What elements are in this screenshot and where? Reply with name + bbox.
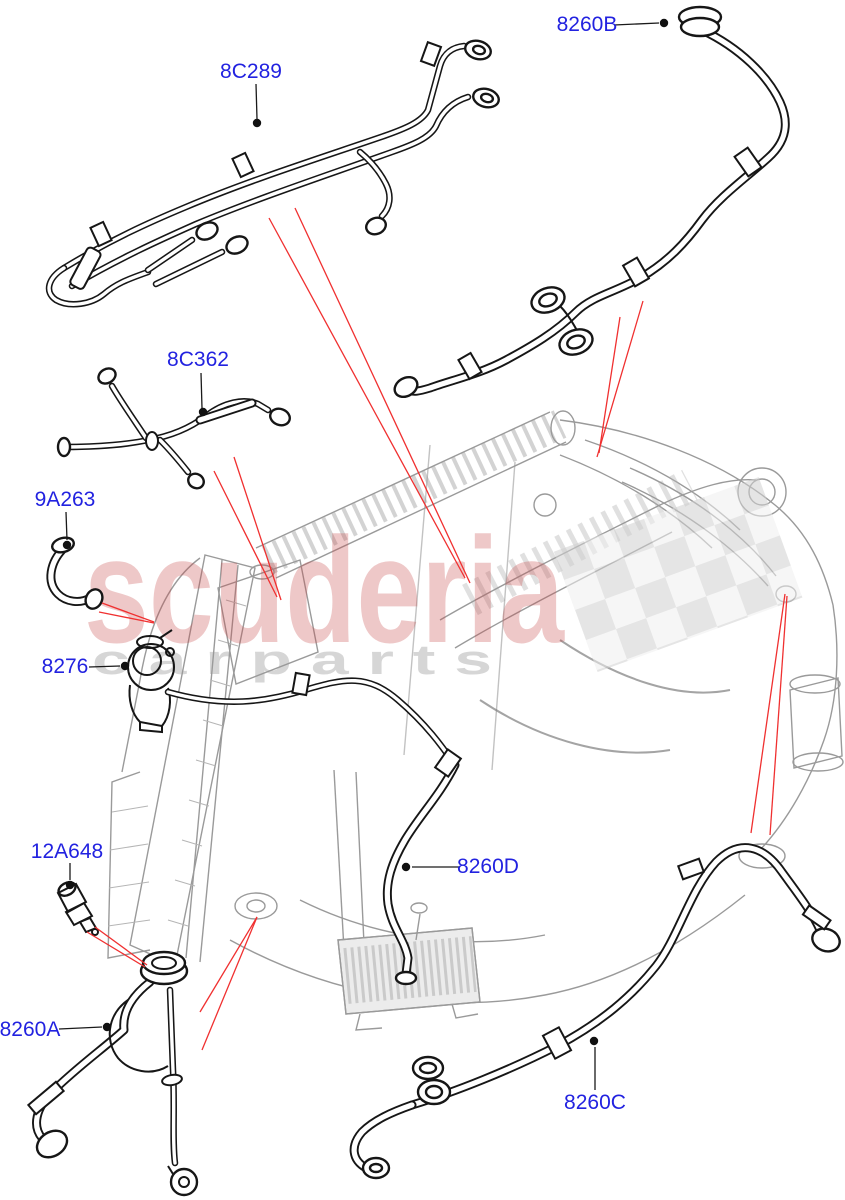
leader-dot-8276 [120, 661, 130, 671]
part-drawing-8C362-inner [158, 438, 190, 474]
part-drawing-8C289-inner [62, 44, 466, 270]
part-drawing-12A648 [56, 881, 99, 936]
pointer-line-8260C [769, 595, 788, 836]
part-drawing-8C362 [56, 367, 291, 490]
part-drawing-8260C-inner [409, 845, 823, 1108]
pointer-line-9A263 [101, 602, 155, 623]
pointer-line-12A648 [86, 931, 146, 968]
pointer-line-8260C [750, 593, 786, 834]
pointer-line-8C362 [213, 470, 278, 598]
leader-dot-8260C [589, 1036, 599, 1046]
pointer-line-8260B [596, 300, 644, 458]
part-drawing-8260C [349, 843, 841, 1180]
part-drawing-8C362-inner [197, 400, 255, 423]
leader-dot-8C362 [198, 407, 208, 417]
pointer-line-8260A [199, 916, 258, 1013]
leader-line-8260B [613, 22, 660, 26]
part-label-8260C[interactable]: 8260C [564, 1091, 626, 1114]
part-label-8C289[interactable]: 8C289 [220, 60, 282, 83]
checkered-flag [553, 477, 803, 673]
part-label-9A263[interactable]: 9A263 [34, 488, 96, 511]
part-drawing-8260A-inner [33, 979, 153, 1141]
part-drawing-8C289 [45, 39, 500, 308]
part-label-12A648[interactable]: 12A648 [30, 840, 104, 863]
pointer-line-8260A [201, 916, 258, 1051]
part-drawing-8260D-inner [166, 678, 457, 767]
watermark-text: scuderia [84, 506, 565, 674]
part-drawing-8C289-inner [70, 95, 470, 288]
leader-line-9A263 [65, 511, 68, 541]
part-drawing-8260D-inner [384, 762, 458, 977]
part-drawing-8260B [393, 5, 790, 399]
part-label-8276[interactable]: 8276 [41, 655, 89, 678]
part-label-8260B[interactable]: 8260B [556, 13, 618, 36]
leader-line-8276 [88, 665, 121, 668]
pointer-line-9A263 [98, 611, 155, 624]
part-drawing-8C362-inner [62, 399, 270, 449]
part-label-8260D[interactable]: 8260D [457, 855, 519, 878]
part-drawing-9A263-inner [48, 545, 93, 605]
leader-line-8C289 [255, 83, 258, 120]
leader-line-8260A [58, 1026, 103, 1030]
part-drawing-8C362-inner [110, 384, 148, 440]
leader-dot-8260D [401, 862, 411, 872]
part-label-8260A[interactable]: 8260A [0, 1018, 61, 1041]
part-label-8C362[interactable]: 8C362 [167, 348, 229, 371]
part-drawing-8260D [164, 671, 463, 986]
pointer-line-8C289 [294, 207, 471, 584]
pointer-line-8C289 [268, 217, 466, 579]
part-drawing-8C289-inner [154, 250, 224, 286]
pointer-line-12A648 [94, 926, 148, 966]
watermark: scuderia c a r p a r t s [84, 477, 803, 683]
leader-lines [58, 18, 669, 1090]
leader-dot-8260A [102, 1022, 112, 1032]
pointer-line-8C362 [233, 456, 282, 601]
pointer-line-8260B [598, 316, 621, 454]
part-drawing-8C289-inner [358, 150, 392, 218]
leader-dot-9A263 [62, 540, 72, 550]
pointer-lines [86, 207, 788, 1051]
part-drawing-8260B-inner [405, 27, 788, 394]
watermark-subtext: c a r p a r t s [92, 636, 492, 683]
part-drawing-8C289-inner [146, 238, 194, 272]
part-drawing-8260A-inner [168, 988, 177, 1165]
leader-line-8C362 [200, 372, 203, 409]
part-drawing-8260A [26, 950, 199, 1197]
leader-dot-8260B [659, 18, 669, 28]
part-drawing-8260C-inner [351, 1102, 415, 1171]
part-drawing-8C289-inner [47, 266, 150, 306]
leader-dot-12A648 [65, 880, 75, 890]
leader-dot-8C289 [252, 118, 262, 128]
